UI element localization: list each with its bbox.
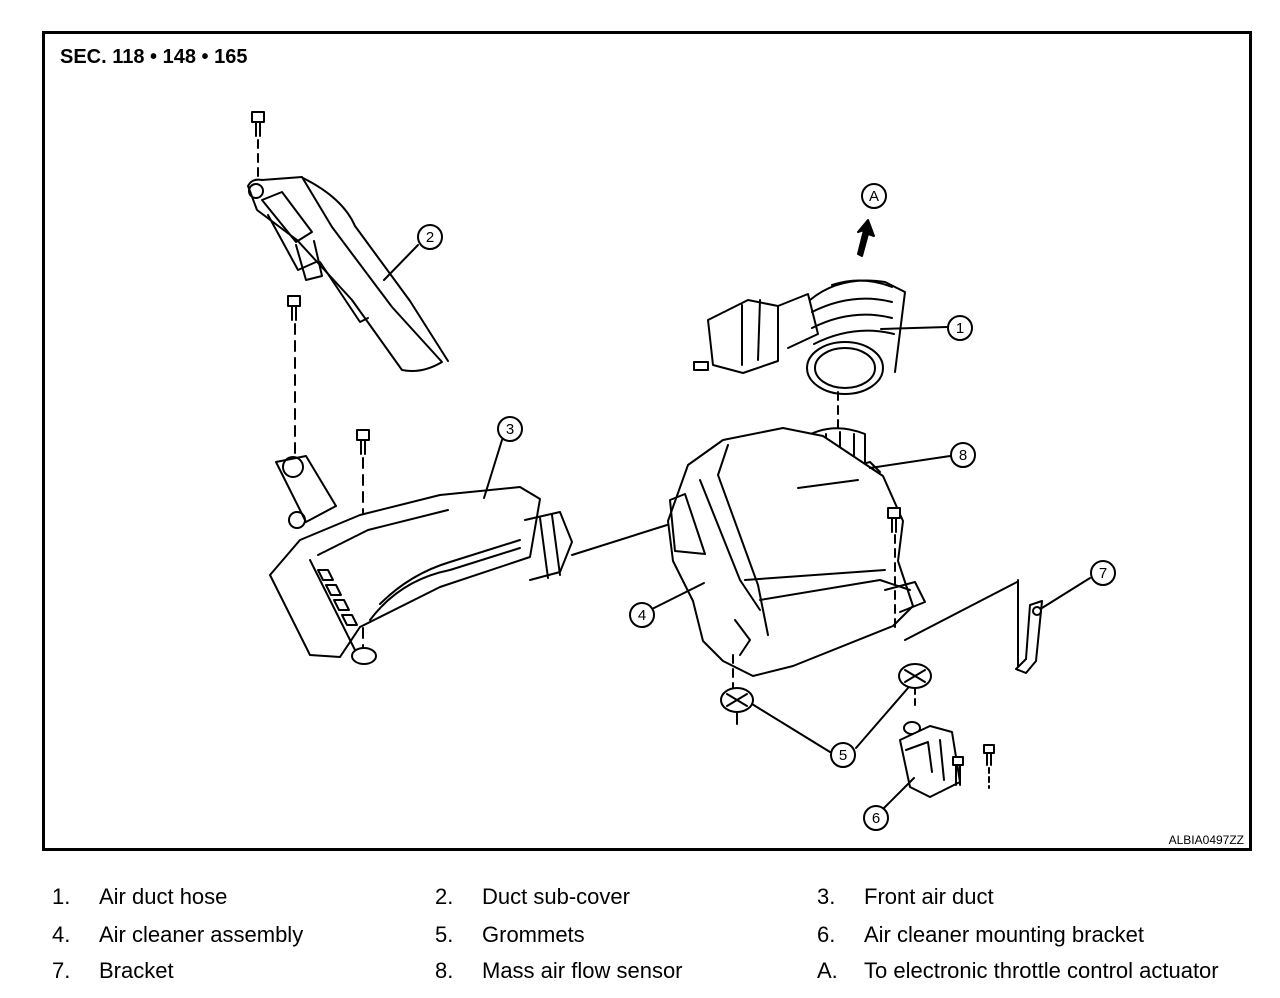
- grommet-left: [720, 687, 754, 725]
- air-cleaner-assembly: [667, 427, 926, 677]
- legend-number: 4.: [52, 922, 71, 947]
- duct-sub-cover: [247, 176, 449, 372]
- legend-text: Front air duct: [864, 884, 994, 909]
- callout-label-6: 6: [872, 810, 880, 827]
- bolt-icon: [887, 507, 901, 533]
- bracket: [1015, 600, 1043, 674]
- legend-text: Duct sub-cover: [482, 884, 630, 909]
- callout-label-7: 7: [1099, 565, 1107, 582]
- section-title: SEC. 118 • 148 • 165: [60, 46, 248, 68]
- bolt-icon: [983, 744, 995, 766]
- legend-number: 2.: [435, 884, 454, 909]
- bolt-icon: [356, 429, 370, 455]
- legend-number: 3.: [817, 884, 836, 909]
- legend-number: 5.: [435, 922, 454, 947]
- legend-number: 8.: [435, 958, 454, 983]
- legend-number: 1.: [52, 884, 71, 909]
- legend-text: Grommets: [482, 922, 585, 947]
- callout-label-3: 3: [506, 421, 514, 438]
- figure-code: ALBIA0497ZZ: [1168, 833, 1244, 847]
- diagram-frame: [42, 31, 1252, 851]
- callout-label-4: 4: [638, 607, 646, 624]
- legend-number: 7.: [52, 958, 71, 983]
- legend-number: A.: [817, 958, 838, 983]
- callout-label-2: 2: [426, 229, 434, 246]
- legend-text: Air duct hose: [99, 884, 228, 909]
- air-cleaner-mounting-bracket: [899, 721, 961, 798]
- front-air-duct: [269, 455, 573, 665]
- callout-label-A: A: [869, 188, 879, 205]
- air-duct-hose: [693, 279, 906, 395]
- callout-label-5: 5: [839, 747, 847, 764]
- callout-label-1: 1: [956, 320, 964, 337]
- callout-label-8: 8: [959, 447, 967, 464]
- legend-text: Bracket: [99, 958, 174, 983]
- legend-number: 6.: [817, 922, 836, 947]
- parts-legend: 1. Air duct hose 2. Duct sub-cover 3. Fr…: [0, 880, 1280, 998]
- bolt-icon: [952, 756, 964, 786]
- bolt-icon: [251, 111, 265, 137]
- arrow-up-icon: [857, 219, 875, 257]
- legend-text: To electronic throttle control actuator: [864, 958, 1219, 983]
- legend-text: Air cleaner assembly: [99, 922, 304, 947]
- legend-text: Air cleaner mounting bracket: [864, 922, 1145, 947]
- legend-text: Mass air flow sensor: [482, 958, 683, 983]
- bolt-icon: [287, 295, 301, 321]
- grommet-right: [898, 663, 932, 709]
